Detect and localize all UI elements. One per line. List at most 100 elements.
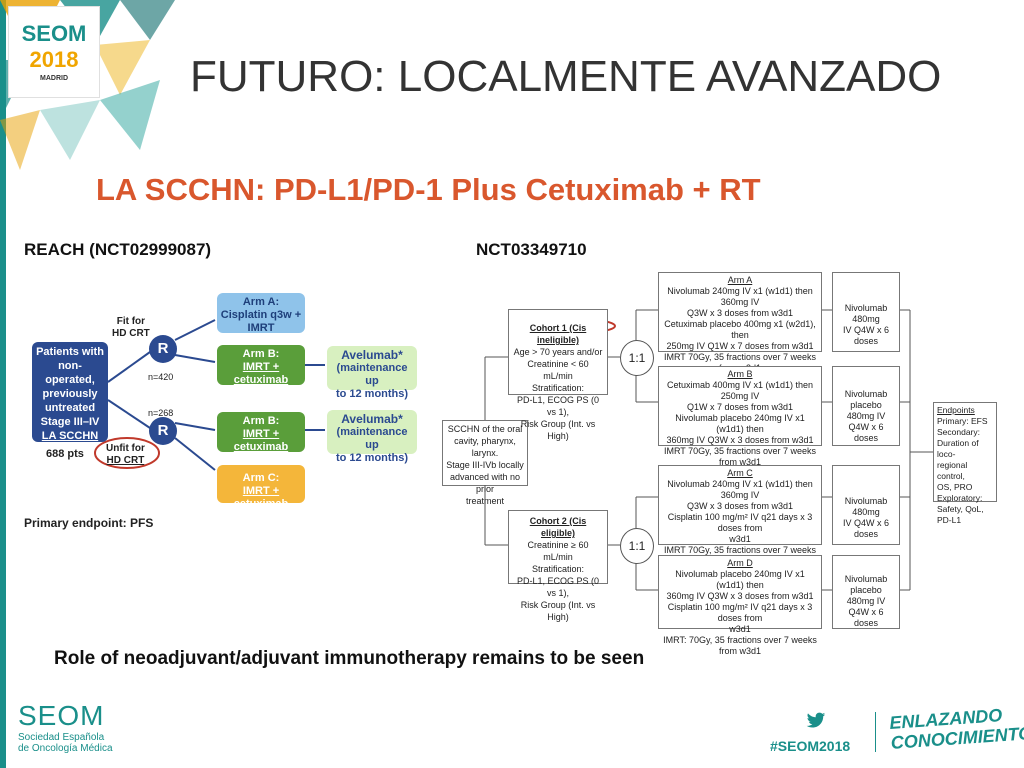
nct-arm-b-line-3: Nivolumab placebo 240mg IV x1 (w1d1) the… [675, 413, 805, 434]
nct-arm-c-line-3: Cisplatin 100 mg/m² IV q21 days x 3 dose… [667, 512, 813, 533]
arm-b1-line-1: Arm B: [242, 348, 280, 360]
nct-arm-d-line-5: IMRT: 70Gy, 35 fractions over 7 weeks fr… [663, 635, 817, 656]
cohort-2-line-2: Stratification: [531, 564, 585, 574]
arm-c-line-2: IMRT + cetuximab [233, 485, 289, 510]
fit-label: Fit for HD CRT [112, 316, 150, 340]
nct-arm-d-line-3: Cisplatin 100 mg/m² IV q21 days x 3 dose… [667, 602, 813, 623]
arm-a-maint-line-1: Nivolumab 480mg [844, 303, 888, 324]
nct-arm-d-line-1: Nivolumab placebo 240mg IV x1 (w1d1) the… [675, 569, 805, 590]
nct-arm-d-title: Arm D [727, 558, 753, 568]
cohort-1-line-3: Stratification: [531, 383, 585, 393]
nct-arm-b-title: Arm B [727, 369, 753, 379]
logo-seom-text: SEOM [21, 21, 87, 46]
reach-trial-name: REACH (NCT02999087) [24, 240, 212, 259]
nct-arm-a-line-1: Nivolumab 240mg IV x1 (w1d1) then 360mg … [667, 286, 813, 307]
cohort-1-line-1: Age > 70 years and/or [513, 347, 603, 357]
arm-b2-line-2: IMRT + cetuximab [233, 428, 289, 453]
endpoints-line-5: regional control, [937, 460, 968, 481]
arm-c-maint-line-2: IV Q4W x 6 doses [842, 518, 889, 539]
cohort-2-line-4: Risk Group (Int. vs High) [520, 600, 596, 622]
endpoints-line-8: Safety, QoL, PD-L1 [937, 504, 984, 525]
n-unfit: n=268 [148, 408, 174, 418]
nct-arm-b-line-5: IMRT 70Gy, 35 fractions over 7 weeks fro… [663, 446, 817, 467]
figure-title: LA SCCHN: PD-L1/PD-1 Plus Cetuximab + RT [96, 172, 761, 207]
hashtag-link[interactable]: #SEOM2018 [770, 738, 851, 754]
cohort-2-line-3: PD-L1, ECOG PS (0 vs 1), [516, 576, 600, 598]
nct-arm-d-box: Arm D Nivolumab placebo 240mg IV x1 (w1d… [658, 555, 822, 656]
population-line-1: SCCHN of the oral [447, 424, 523, 434]
arm-d-maint-line-3: Q4W x 6 doses [848, 607, 884, 628]
population-line-3: Stage III-IVb locally [446, 460, 524, 470]
reach-arm-a: Arm A: Cisplatin q3w + IMRT [217, 293, 305, 334]
endpoints-line-3: Secondary: [937, 427, 980, 437]
arm-b-maint-line-3: doses [853, 433, 879, 443]
nct-arm-a-line-3: Cetuximab placebo 400mg x1 (w2d1), then [664, 319, 816, 340]
nct-endpoints-box: Endpoints Primary: EFS Secondary: Durati… [933, 402, 997, 525]
twitter-icon [806, 712, 826, 728]
nct-arm-c-box: Arm C Nivolumab 240mg IV x1 (w1d1) then … [658, 465, 822, 566]
nct-arm-d-line-2: 360mg IV Q3W x 3 doses from w3d1 [666, 591, 814, 601]
population-line-2: cavity, pharynx, larynx. [454, 436, 516, 458]
cohort-1-line-2: Creatinine < 60 mL/min [527, 359, 589, 381]
n-fit: n=420 [148, 372, 174, 382]
nct-arm-a-maintenance: Nivolumab 480mg IV Q4W x 6 doses [832, 272, 900, 352]
bottom-statement: Role of neoadjuvant/adjuvant immunothera… [54, 648, 645, 669]
nct-arm-d-maintenance: Nivolumab placebo 480mg IV Q4W x 6 doses [832, 555, 900, 629]
arm-b2-line-1: Arm B: [242, 415, 280, 427]
reach-arm-b-fit: Arm B: IMRT + cetuximab + avelumab* [217, 345, 305, 399]
cohort-2-box: Cohort 2 (Cis eligible) Creatinine ≥ 60 … [508, 510, 608, 622]
footer-seom-text: SEOM [18, 700, 105, 731]
unfit-label-line-1: Unfit for [106, 443, 145, 454]
randomize-circle-fit: R [149, 335, 177, 363]
cohort-1-line-5: Risk Group (Int. vs High) [520, 419, 596, 441]
cohort-2-line-1: Creatinine ≥ 60 mL/min [527, 540, 589, 562]
arm-c-maint-line-1: Nivolumab 480mg [844, 496, 888, 517]
nct-arm-c-line-4: w3d1 [729, 534, 751, 544]
cohort-1-box: Cohort 1 (Cis ineligible) Age > 70 years… [508, 309, 608, 441]
patients-count: 688 pts [46, 448, 84, 460]
maint1-line-1: Avelumab* [341, 348, 403, 362]
maint2-line-3: to 12 months) [335, 452, 409, 464]
arm-a-line-3: IMRT [247, 322, 275, 334]
maint2-line-2: (maintenance up [336, 426, 408, 451]
arm-b1-line-3: + avelumab* [228, 387, 294, 399]
nct-arm-b-maintenance: Nivolumab placebo 480mg IV Q4W x 6 doses [832, 366, 900, 446]
nct-arm-b-line-4: 360mg IV Q3W x 3 doses from w3d1 [666, 435, 814, 445]
patients-line-3: previously [42, 388, 98, 400]
nct-arm-c-title: Arm C [727, 468, 753, 478]
nct-arm-b-line-2: Q1W x 7 doses from w3d1 [686, 402, 794, 412]
reach-maintenance-fit: Avelumab* (maintenance up to 12 months) [327, 346, 417, 400]
footer-divider [875, 712, 876, 752]
reach-maintenance-unfit: Avelumab* (maintenance up to 12 months) [327, 410, 417, 464]
arm-a-maint-line-2: IV Q4W x 6 doses [842, 325, 889, 346]
footer-seom-line-2: de Oncología Médica [18, 743, 113, 754]
endpoints-line-4: Duration of loco- [937, 438, 979, 459]
nct-arm-a-title: Arm A [727, 275, 753, 285]
randomize-circle-unfit: R [149, 417, 177, 445]
nct-arm-b-box: Arm B Cetuximab 400mg IV x1 (w1d1) then … [658, 366, 822, 467]
patients-line-4: untreated [44, 402, 96, 414]
arm-a-line-1: Arm A: [242, 296, 280, 308]
cohort-1-title: Cohort 1 (Cis ineligible) [529, 323, 587, 345]
cohort-2-title: Cohort 2 (Cis eligible) [529, 516, 587, 538]
footer-seom-line-1: Sociedad Española [18, 732, 105, 743]
arm-b2-line-3: + avelumab* [228, 454, 294, 466]
left-accent-bar [0, 0, 6, 768]
ratio-circle-cohort-1: 1:1 [620, 340, 654, 376]
arm-d-maint-line-2: placebo 480mg IV [846, 585, 886, 606]
population-line-4: advanced with no prior [449, 472, 521, 494]
nct-arm-c-maintenance: Nivolumab 480mg IV Q4W x 6 doses [832, 465, 900, 545]
logo-year-text: 2018 [29, 47, 79, 72]
ratio-circle-cohort-2: 1:1 [620, 528, 654, 564]
arm-b-maint-line-2: 480mg IV Q4W x 6 [846, 411, 886, 432]
patients-line-2: non-operated, [45, 360, 95, 386]
nct-population-box: SCCHN of the oral cavity, pharynx, laryn… [442, 420, 528, 506]
patients-line-1: Patients with [36, 346, 104, 358]
arm-b1-line-2: IMRT + cetuximab [233, 361, 289, 386]
nct-arm-d-line-4: w3d1 [729, 624, 751, 634]
nct-arm-b-line-1: Cetuximab 400mg IV x1 (w1d1) then 250mg … [666, 380, 814, 401]
nct-arm-a-box: Arm A Nivolumab 240mg IV x1 (w1d1) then … [658, 272, 822, 373]
reach-patients-box: Patients with non-operated, previously u… [32, 342, 108, 442]
unfit-label-line-2: HD CRT [106, 455, 145, 466]
arm-c-line-1: Arm C: [242, 472, 280, 484]
